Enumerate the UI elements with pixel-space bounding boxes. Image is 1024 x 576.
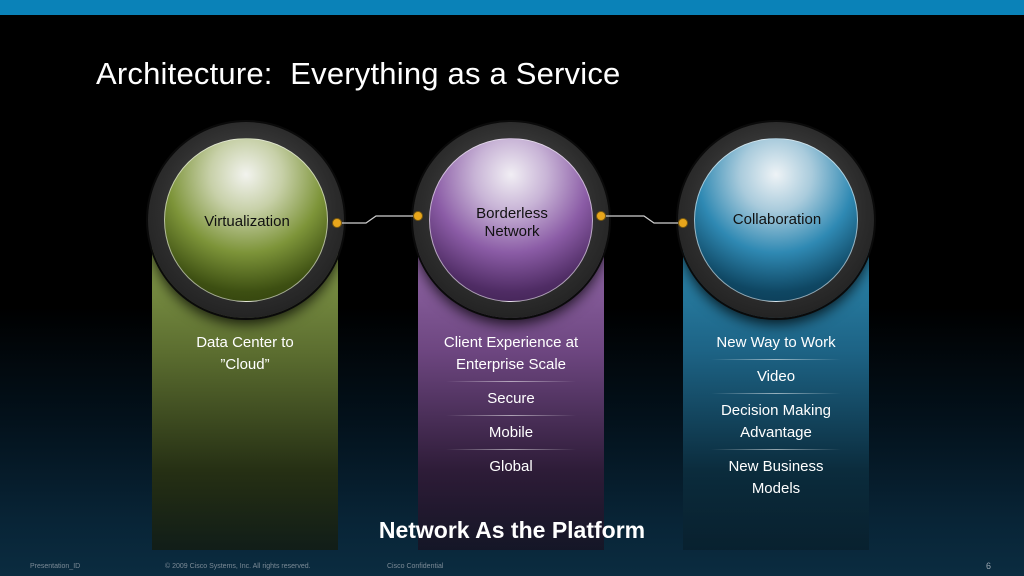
borderless-network-orb: Borderless Network bbox=[429, 138, 593, 302]
item-divider bbox=[711, 393, 841, 394]
footer-copyright: © 2009 Cisco Systems, Inc. All rights re… bbox=[165, 563, 311, 570]
list-item: Mobile bbox=[488, 424, 534, 441]
slide-tagline: Network As the Platform bbox=[378, 517, 646, 543]
borderless-network-label-line-1: Borderless bbox=[476, 205, 548, 222]
virtualization-ring: Virtualization bbox=[148, 122, 344, 318]
collaboration-items: New Way to Work Video Decision Making Ad… bbox=[683, 332, 869, 500]
item-divider bbox=[446, 449, 576, 450]
footer-presentation-id: Presentation_ID bbox=[30, 563, 81, 570]
borderless-network-label-line-2: Network bbox=[484, 223, 540, 240]
footer-confidential: Cisco Confidential bbox=[387, 563, 444, 570]
borderless-network-ring: Borderless Network bbox=[413, 122, 609, 318]
list-item: Client Experience at Enterprise Scale bbox=[443, 334, 579, 373]
collaboration-orb: Collaboration bbox=[694, 138, 858, 302]
list-item: Global bbox=[489, 458, 533, 475]
slide-title: Architecture: Everything as a Service bbox=[96, 56, 621, 91]
list-item: Decision Making Advantage bbox=[720, 402, 832, 441]
collaboration-label: Collaboration bbox=[732, 211, 822, 228]
list-item: New Business Models bbox=[728, 458, 824, 497]
top-accent-bar bbox=[0, 0, 1024, 15]
collaboration-ring: Collaboration bbox=[678, 122, 874, 318]
virtualization-orb: Virtualization bbox=[164, 138, 328, 302]
list-item: New Way to Work bbox=[716, 334, 836, 351]
list-item: Video bbox=[756, 368, 796, 385]
virtualization-label: Virtualization bbox=[204, 213, 290, 230]
item-divider bbox=[711, 359, 841, 360]
virtualization-items: Data Center to ”Cloud” bbox=[152, 332, 338, 376]
page-number: 6 bbox=[986, 561, 992, 571]
item-divider bbox=[446, 381, 576, 382]
list-item: Secure bbox=[487, 390, 535, 407]
list-item: Data Center to ”Cloud” bbox=[196, 334, 294, 373]
item-divider bbox=[446, 415, 576, 416]
borderless-network-label: Borderless Network bbox=[430, 205, 594, 241]
item-divider bbox=[711, 449, 841, 450]
borderless-network-items: Client Experience at Enterprise Scale Se… bbox=[418, 332, 604, 478]
